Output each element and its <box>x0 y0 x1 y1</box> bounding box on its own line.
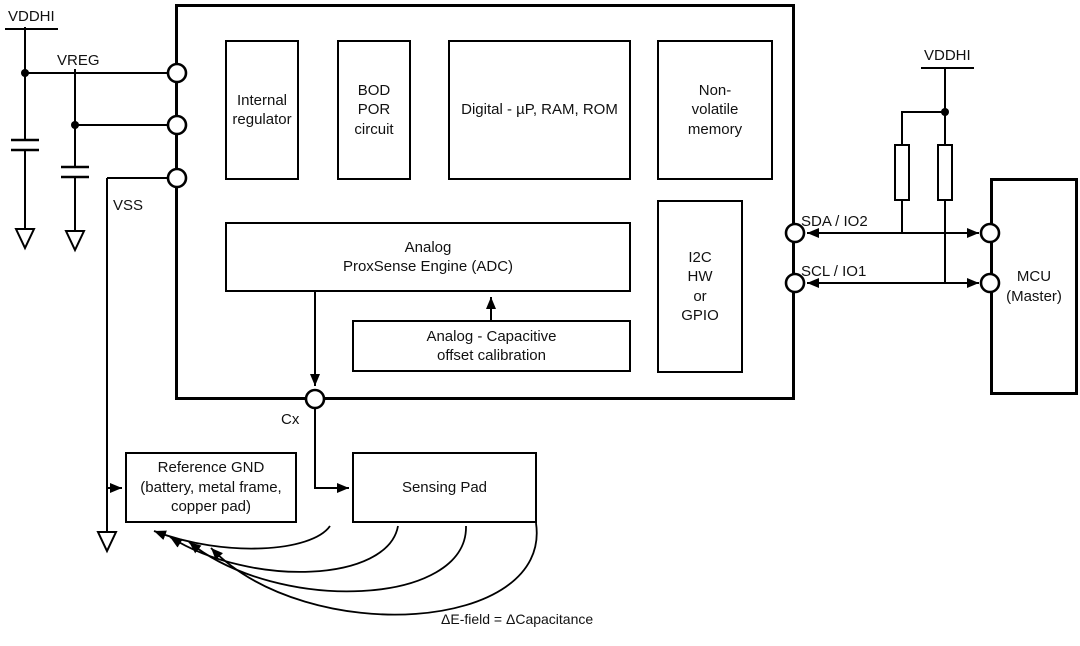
vreg-rail <box>61 69 169 253</box>
vreg-label: VREG <box>54 51 103 74</box>
cx-to-sensing-pad-arrow <box>314 390 349 493</box>
sda-label: SDA / IO2 <box>801 213 868 230</box>
block-i2c: I2C HW or GPIO <box>657 200 743 373</box>
block-digital: Digital - µP, RAM, ROM <box>448 40 631 180</box>
efield-arc <box>188 525 467 593</box>
ground-icon <box>64 230 86 253</box>
pullup-network <box>894 67 953 282</box>
block-reference-gnd: Reference GND (battery, metal frame, cop… <box>125 452 297 523</box>
vreg-label-text: VREG <box>54 51 103 74</box>
block-sensing-pad: Sensing Pad <box>352 452 537 523</box>
vddhi-left-label-text: VDDHI <box>5 7 58 30</box>
vddhi-right-label-text: VDDHI <box>921 46 974 69</box>
efield-arc <box>169 525 399 573</box>
junction-dot <box>21 69 29 77</box>
capacitor-icon <box>11 138 39 152</box>
vss-label: VSS <box>113 197 144 214</box>
block-adc: Analog ProxSense Engine (ADC) <box>225 222 631 292</box>
junction-dot <box>71 121 79 129</box>
block-nvm: Non- volatile memory <box>657 40 773 180</box>
capacitor-icon <box>61 165 89 179</box>
ground-icon <box>96 531 118 554</box>
vddhi-right-label: VDDHI <box>921 46 974 69</box>
block-bod-por: BOD POR circuit <box>337 40 411 180</box>
pullup-branch-wire <box>901 111 945 145</box>
block-internal-regulator: Internal regulator <box>225 40 299 180</box>
mcu-block: MCU (Master) <box>990 178 1078 395</box>
block-offset-calibration: Analog - Capacitive offset calibration <box>352 320 631 372</box>
resistor-icon <box>894 144 910 201</box>
ground-icon <box>14 228 36 251</box>
scl-label: SCL / IO1 <box>801 263 867 280</box>
resistor-icon <box>937 144 953 201</box>
efield-arc <box>153 525 331 550</box>
efield-label: ΔE-field = ΔCapacitance <box>441 611 594 627</box>
cx-label: Cx <box>281 411 300 428</box>
efield-arcs <box>153 522 538 616</box>
junction-dot <box>941 108 949 116</box>
efield-arc <box>210 522 538 616</box>
vddhi-left-label: VDDHI <box>5 7 58 30</box>
